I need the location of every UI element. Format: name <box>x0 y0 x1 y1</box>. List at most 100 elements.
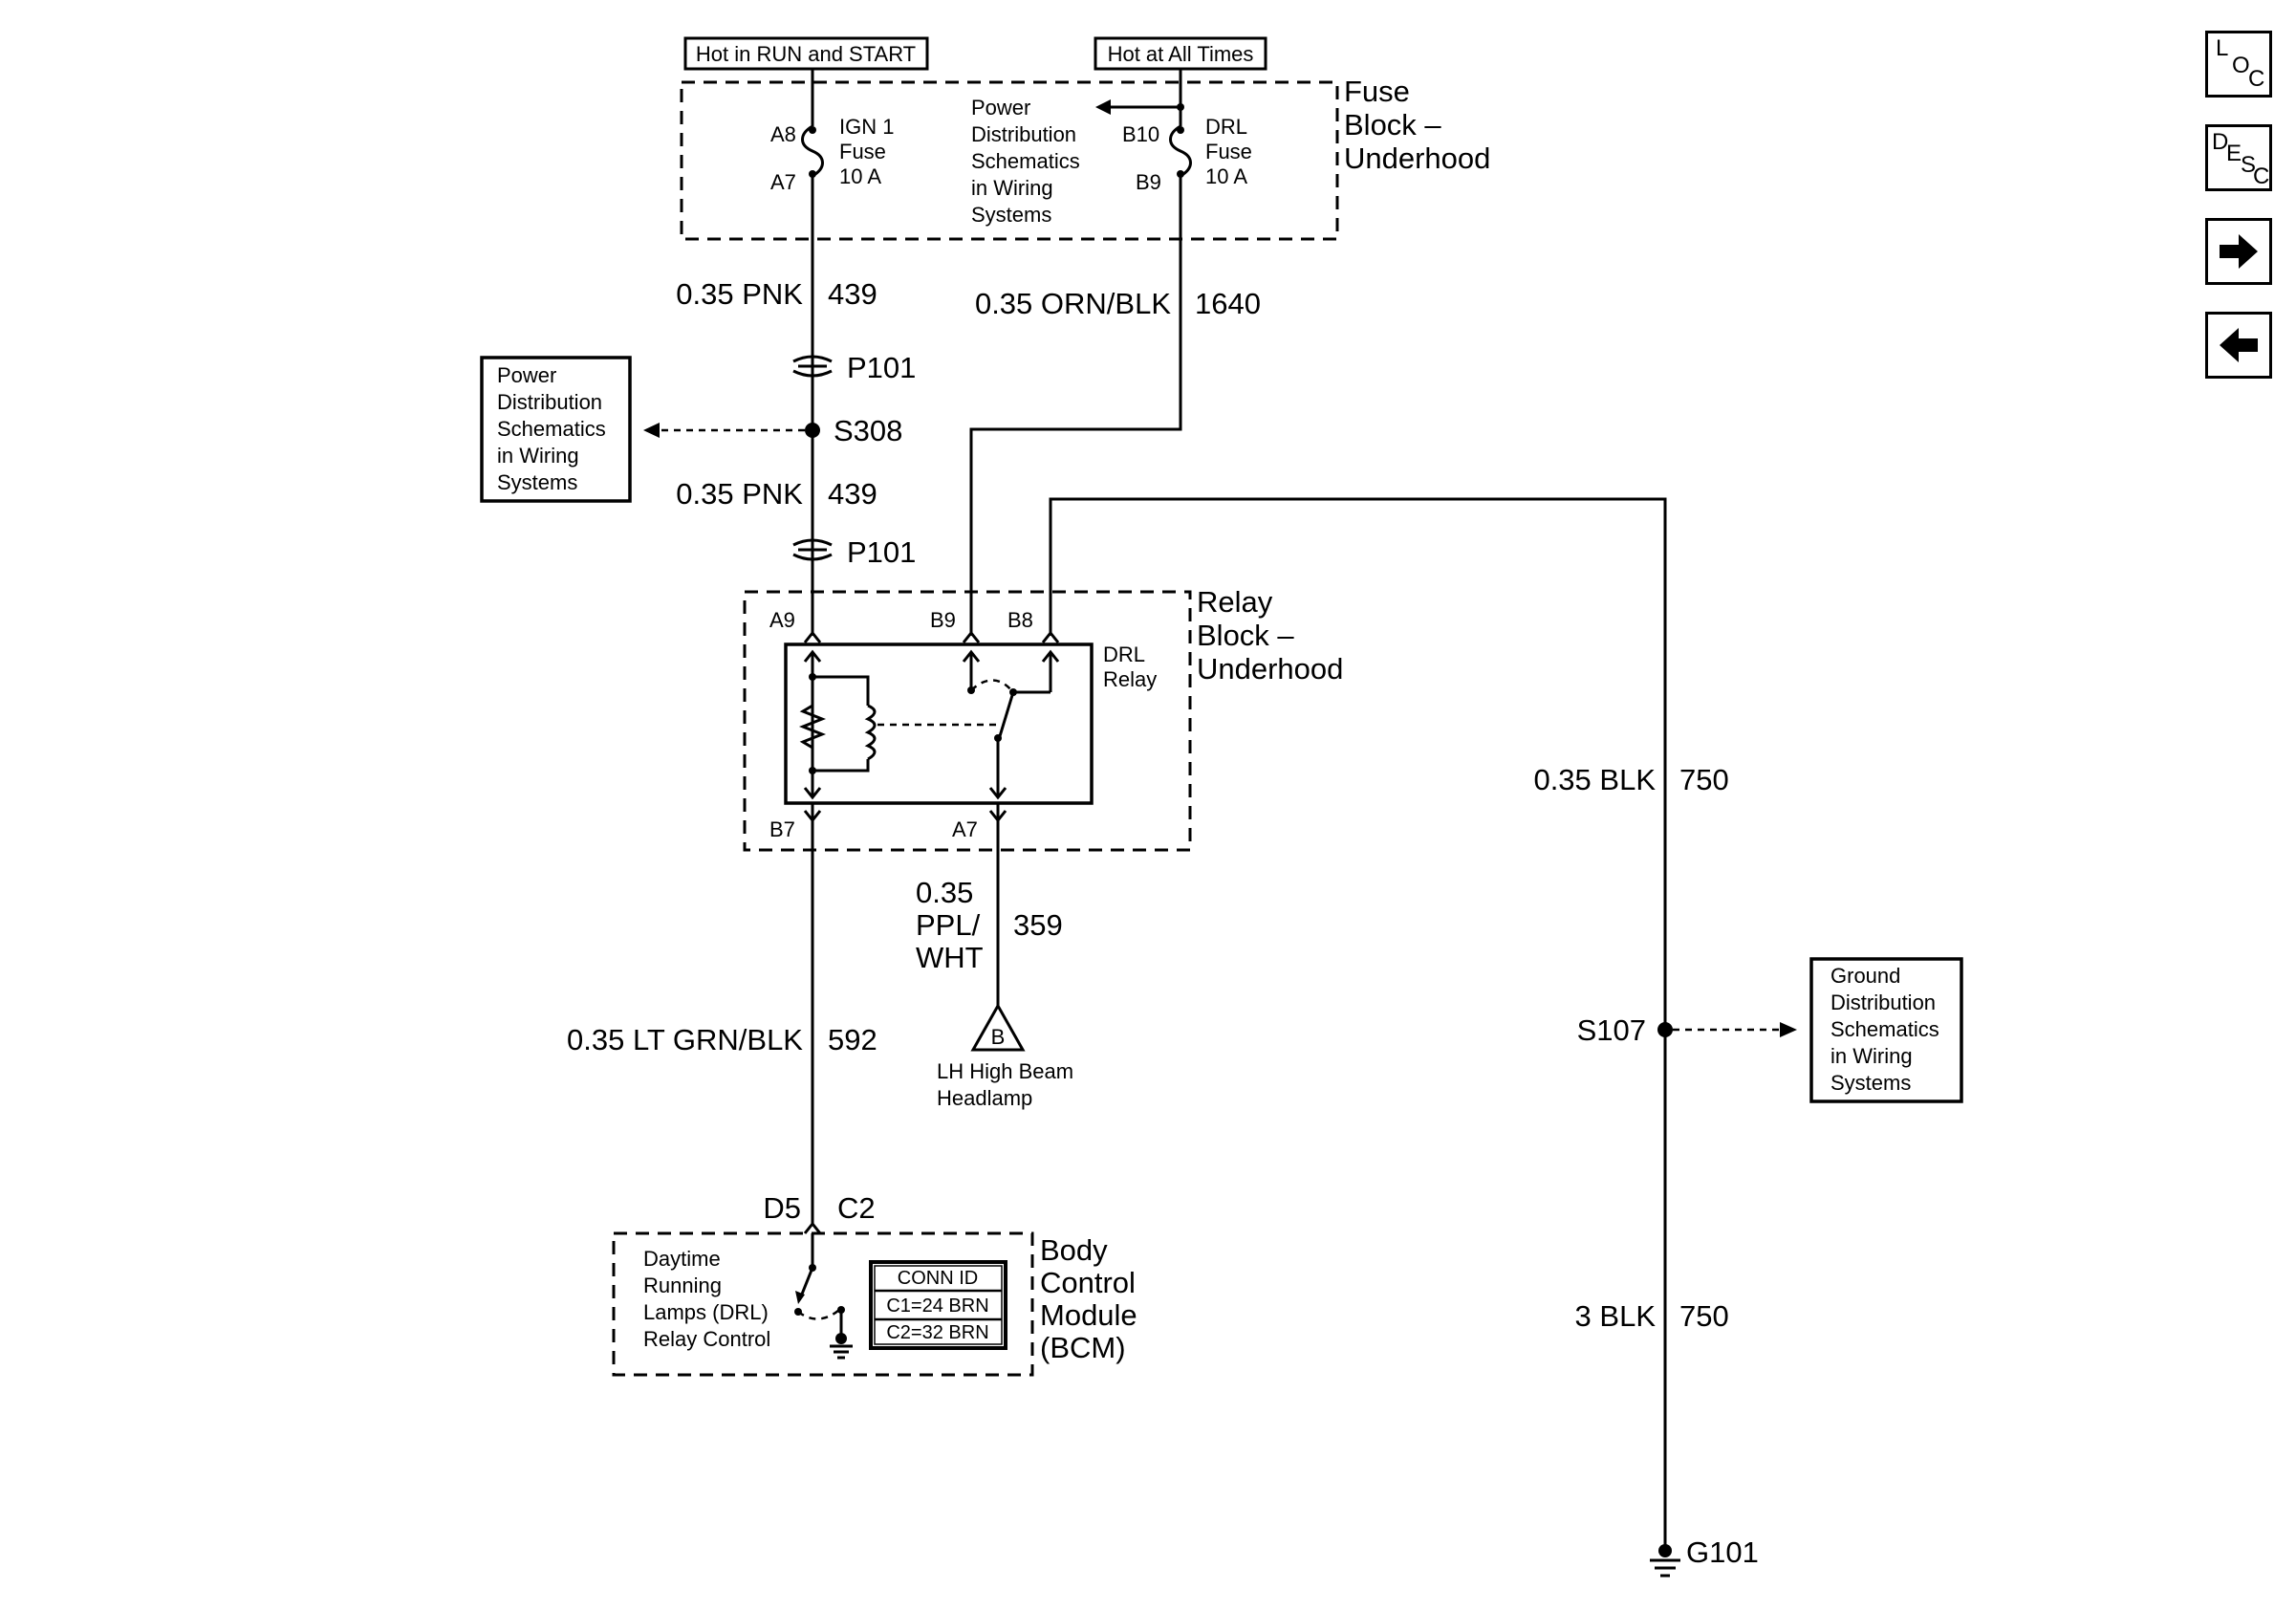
bcm-title-4: (BCM) <box>1040 1331 1126 1364</box>
relay-block-label-2: Block – <box>1197 619 1294 652</box>
power-ref-top-line-1: Power <box>971 96 1030 120</box>
loc-letter-l: L <box>2216 35 2229 61</box>
splice-s107 <box>1657 1022 1673 1037</box>
ign-fuse-terminal-top <box>809 126 816 134</box>
power-label-all-times: Hot at All Times <box>1108 42 1254 66</box>
power-ref-left-box[interactable]: Power Distribution Schematics in Wiring … <box>480 356 632 503</box>
desc-letter-s: S <box>2241 152 2257 178</box>
bcm-function-3: Lamps (DRL) <box>643 1300 769 1324</box>
headlamp-label-2: Headlamp <box>937 1086 1032 1110</box>
wire-orn-blk-1640 <box>969 176 1182 636</box>
power-ref-left-line-1: Power <box>497 363 556 387</box>
desc-letter-e: E <box>2226 141 2242 166</box>
ign-fuse-symbol <box>801 124 824 178</box>
bcm-conn-id-header: CONN ID <box>898 1268 978 1289</box>
bcm-title: Body <box>1040 1233 1108 1267</box>
power-ref-top-line-4: in Wiring <box>971 176 1053 200</box>
fuse-block-outline <box>680 80 1339 241</box>
power-ref-left-line-4: in Wiring <box>497 444 579 468</box>
bcm-pin-mark <box>803 1221 822 1234</box>
power-ref-left-line-2: Distribution <box>497 390 602 414</box>
relay-pin-b8: B8 <box>1007 608 1033 632</box>
s107-ref-arrow <box>1780 1022 1797 1037</box>
arrow-right-icon <box>2220 234 2258 269</box>
drl-relay-internals <box>798 649 1060 800</box>
relay-pin-a9: A9 <box>769 608 795 632</box>
wire-pnk-mid-gauge: 0.35 PNK <box>676 477 803 511</box>
drl-fuse-out-pin: B9 <box>1136 170 1161 194</box>
bcm-function-1: Daytime <box>643 1247 721 1271</box>
drl-relay-name-2: Relay <box>1103 667 1157 691</box>
wire-orn-blk-gauge: 0.35 ORN/BLK <box>975 287 1171 320</box>
ign-fuse-rating: 10 A <box>839 164 881 188</box>
wire-pnk-top-circuit: 439 <box>828 277 877 311</box>
bcm-outline <box>612 1231 1034 1377</box>
bcm-conn-id-table <box>869 1260 1007 1350</box>
drl-fuse-rating: 10 A <box>1205 164 1247 188</box>
splice-s107-label: S107 <box>1577 1013 1646 1047</box>
headlamp-connector-triangle[interactable]: B <box>970 1002 1026 1052</box>
ground-ref-box[interactable]: Ground Distribution Schematics in Wiring… <box>1809 957 1963 1103</box>
drl-fuse-terminal-top <box>1177 126 1184 134</box>
connector-p101-top <box>792 355 833 378</box>
bcm-function-4: Relay Control <box>643 1327 770 1351</box>
ign-fuse-terminal-bottom <box>809 170 816 178</box>
headlamp-label: LH High Beam <box>937 1059 1073 1083</box>
wire-ppl-wht-circuit: 359 <box>1013 908 1063 942</box>
bcm-pin-c2: C2 <box>837 1191 876 1225</box>
relay-pin-b7: B7 <box>769 817 795 841</box>
fuse-block-label: Fuse <box>1344 75 1410 108</box>
headlamp-connector-label: B <box>991 1025 1006 1049</box>
power-ref-left-line-5: Systems <box>497 470 577 494</box>
drl-fuse-in-pin: B10 <box>1122 122 1159 146</box>
ground-g101-label: G101 <box>1686 1535 1759 1569</box>
connector-p101-bottom-label: P101 <box>847 535 916 569</box>
connector-p101-top-label: P101 <box>847 351 916 384</box>
drl-fuse-name-2: Fuse <box>1205 140 1252 163</box>
wire-orn-blk-circuit: 1640 <box>1195 287 1261 320</box>
ground-g101-symbol <box>1650 1544 1680 1578</box>
bcm-pin-d5: D5 <box>763 1191 801 1225</box>
wire-blk-lower-gauge: 3 BLK <box>1575 1299 1657 1333</box>
wire-blk-lower-circuit: 750 <box>1679 1299 1729 1333</box>
power-ref-top-line-2: Distribution <box>971 122 1076 146</box>
fuse-block-label-2: Block – <box>1344 108 1441 142</box>
relay-pin-a7: A7 <box>952 817 978 841</box>
prev-page-button[interactable] <box>2205 312 2272 379</box>
desc-button[interactable]: D E S C <box>2205 124 2272 191</box>
relay-pin-b9: B9 <box>930 608 956 632</box>
wire-lt-grn-blk-gauge: 0.35 LT GRN/BLK <box>567 1023 803 1056</box>
fuse-block-label-3: Underhood <box>1344 142 1490 175</box>
arrow-left-icon <box>2220 328 2258 362</box>
power-ref-top-line-5: Systems <box>971 203 1051 227</box>
ground-ref-line-4: in Wiring <box>1830 1044 1913 1068</box>
power-label-run-start-box <box>683 36 929 71</box>
power-ref-top[interactable]: Power Distribution Schematics in Wiring … <box>971 96 1080 227</box>
loc-button[interactable]: L O C <box>2205 31 2272 98</box>
loc-letter-o: O <box>2232 53 2250 78</box>
power-ref-left-line-3: Schematics <box>497 417 606 441</box>
wire-pnk-top-gauge: 0.35 PNK <box>676 277 803 311</box>
desc-letter-d: D <box>2212 129 2229 155</box>
wire-blk-upper-gauge: 0.35 BLK <box>1533 763 1656 796</box>
ground-ref-line-2: Distribution <box>1830 991 1936 1014</box>
power-label-run-start: Hot in RUN and START <box>696 42 916 66</box>
connector-p101-bottom <box>792 538 833 561</box>
s308-ref-arrow <box>643 423 660 438</box>
splice-s308 <box>805 423 820 438</box>
next-page-button[interactable] <box>2205 218 2272 285</box>
wire-pnk-mid-circuit: 439 <box>828 477 877 511</box>
bcm-switch <box>794 1233 853 1360</box>
bcm-conn-id-c2: C2=32 BRN <box>886 1322 988 1343</box>
wire-blk-upper-circuit: 750 <box>1679 763 1729 796</box>
wire-ppl-wht-gauge-1: 0.35 <box>916 876 973 909</box>
ign-fuse-in-pin: A8 <box>770 122 796 146</box>
drl-fuse-name: DRL <box>1205 115 1247 139</box>
loc-letter-c: C <box>2248 66 2265 92</box>
relay-block-outline <box>743 590 1192 852</box>
drl-relay-box <box>784 642 1094 805</box>
splice-s308-label: S308 <box>834 414 902 447</box>
wire-ppl-wht-gauge-3: WHT <box>916 941 984 974</box>
wire-ppl-wht-gauge-2: PPL/ <box>916 908 981 942</box>
